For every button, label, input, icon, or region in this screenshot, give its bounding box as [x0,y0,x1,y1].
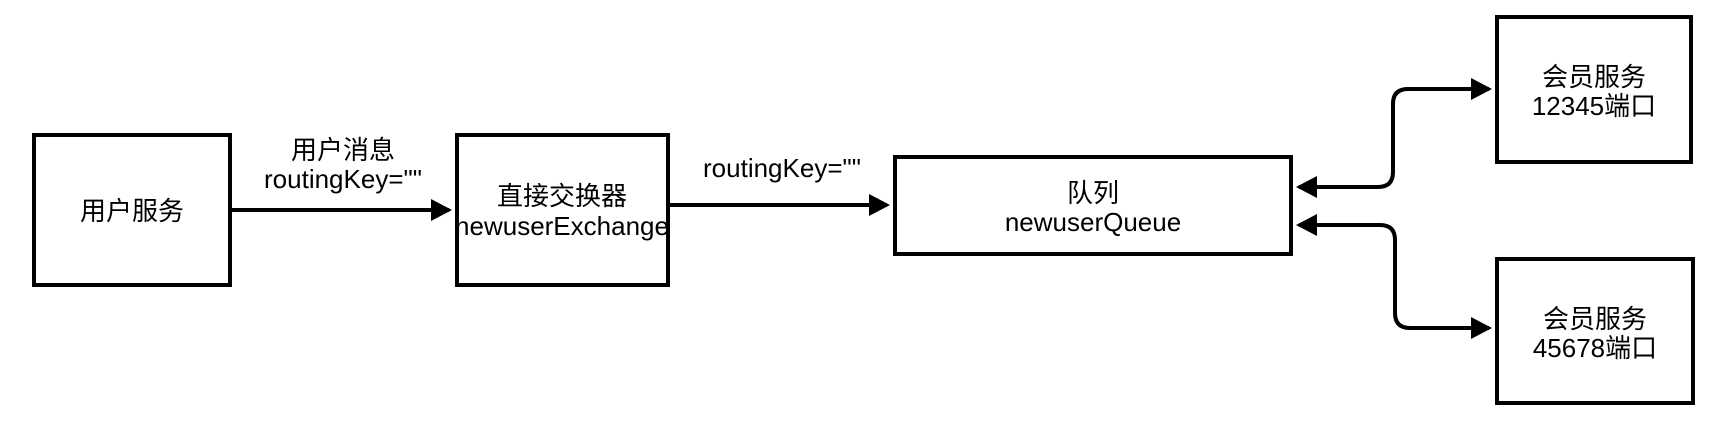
member-service-bottom-label-line1: 会员服务 [1543,304,1647,334]
member-service-top-label-line1: 会员服务 [1542,62,1646,92]
exchange-to-queue-edge-label: routingKey="" [703,153,861,183]
queue-label-line2: newuserQueue [1005,207,1181,237]
edge-queue-to-member-service-bottom [1296,214,1492,339]
direct-exchange-label-line1: 直接交换器 [497,181,627,211]
user-service-label: 用户服务 [80,196,184,226]
direct-exchange-label-line2: newuserExchange [455,211,669,241]
member-service-top-label-line2: 12345端口 [1532,91,1656,121]
member-service-bottom-node [1495,257,1695,405]
queue-label-line1: 队列 [1067,178,1119,208]
member-service-bottom-label-line2: 45678端口 [1533,333,1657,363]
user-to-exchange-edge-label-line2: routingKey="" [264,164,422,194]
queue-node [893,155,1293,256]
user-service-node [32,133,232,287]
user-to-exchange-edge-label-line1: 用户消息 [291,135,395,165]
direct-exchange-node [455,133,670,287]
edge-queue-to-member-service-top [1296,78,1492,198]
member-service-top-node [1495,15,1693,164]
